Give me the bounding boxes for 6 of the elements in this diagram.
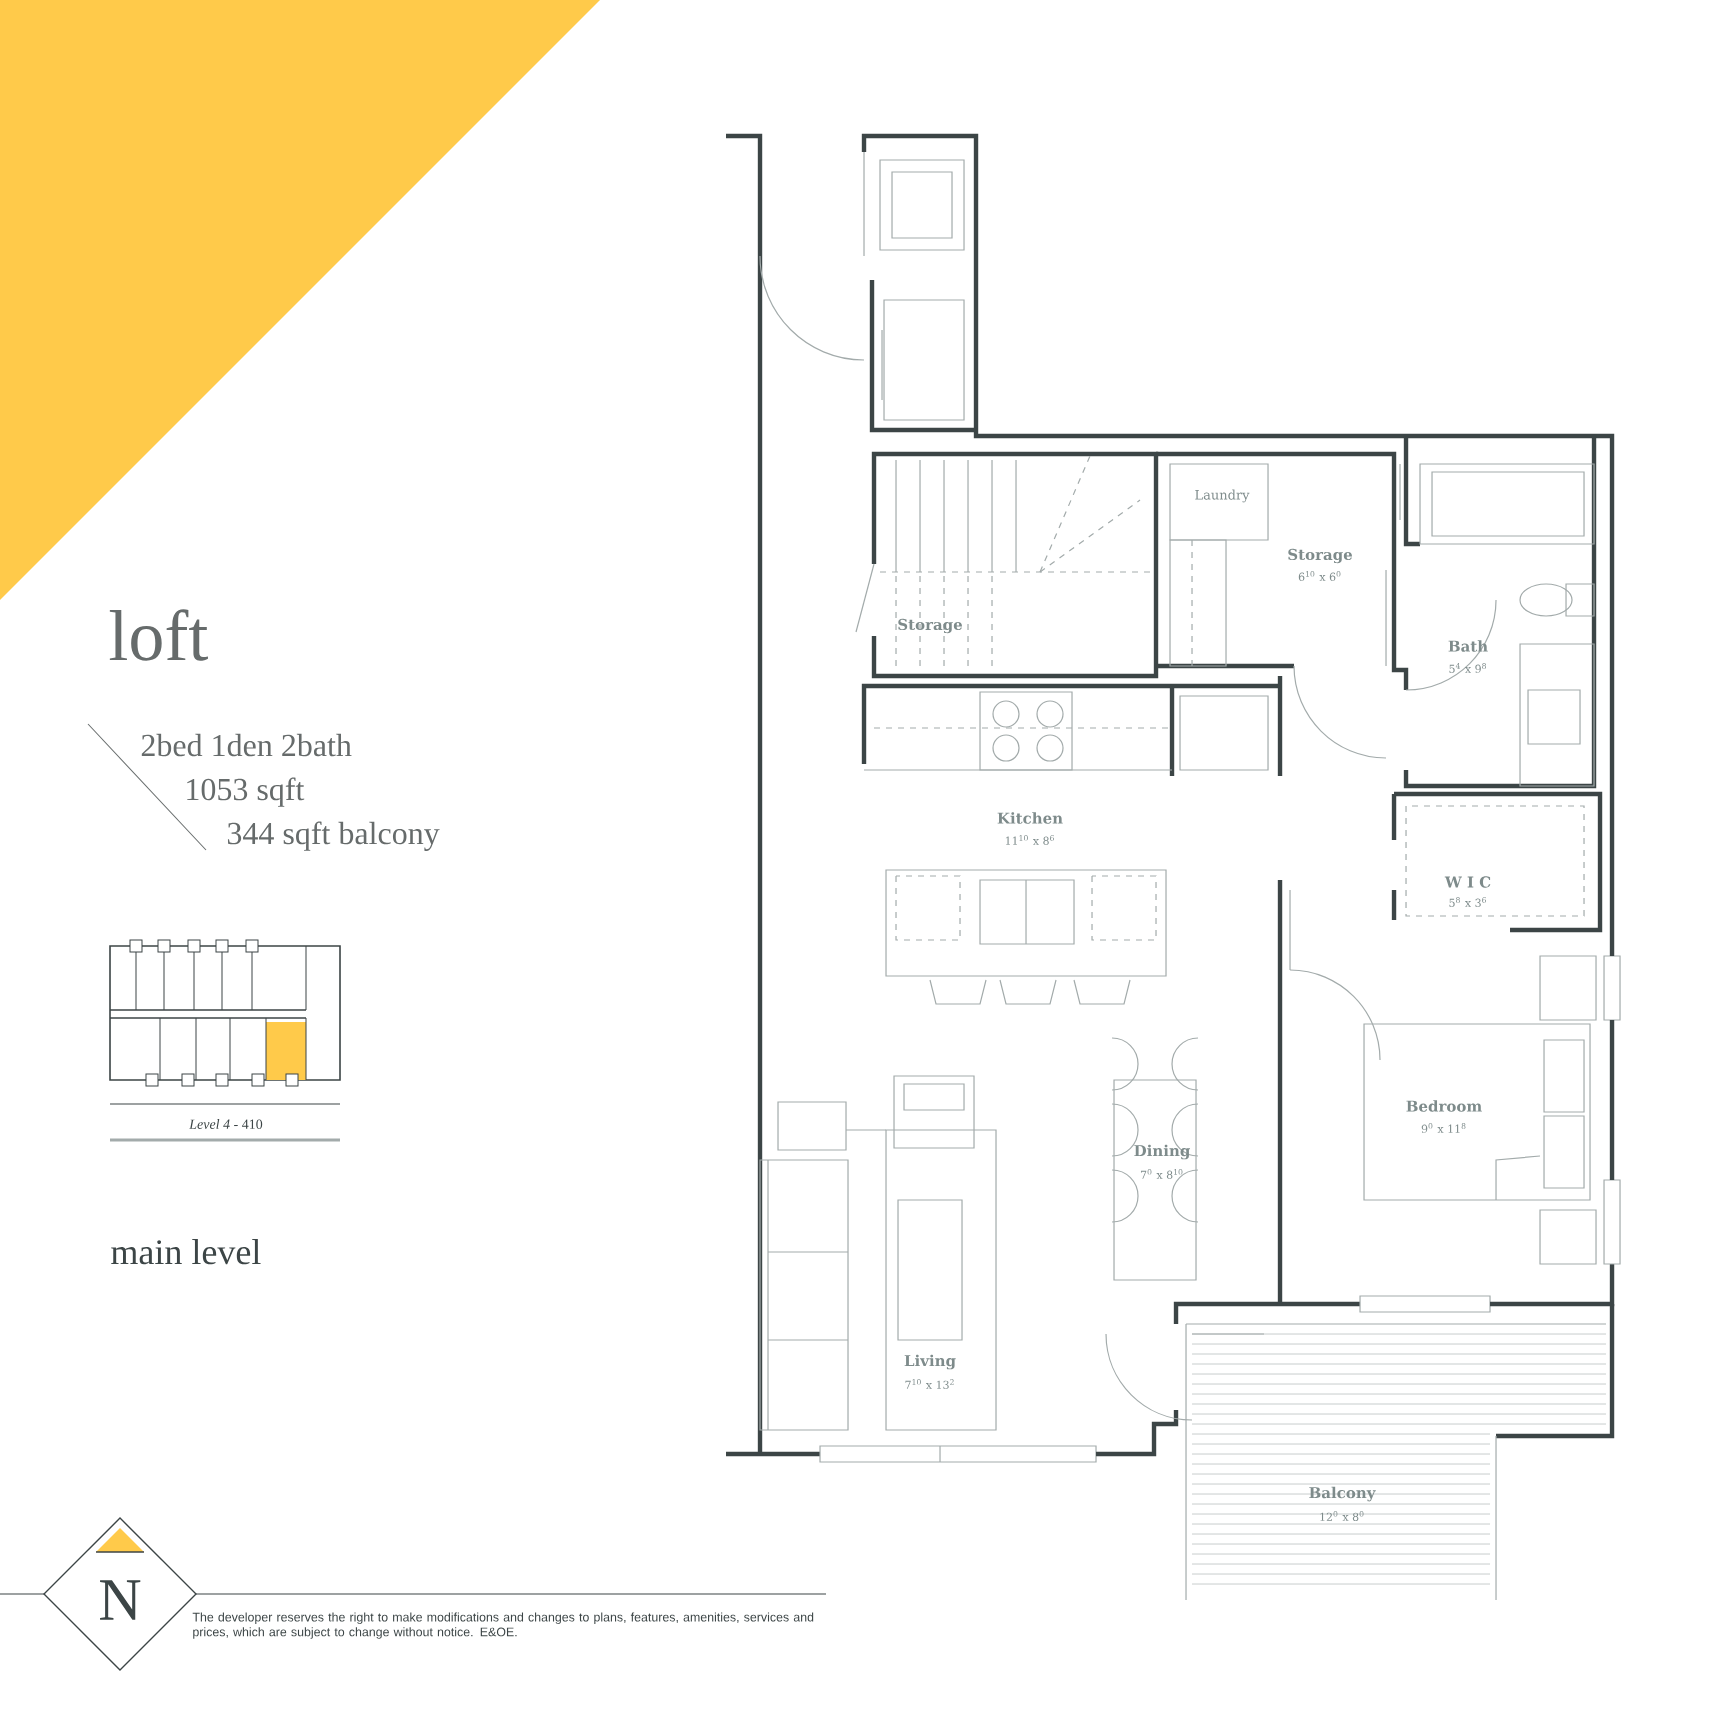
unit-type-title: loft: [109, 609, 208, 661]
balcony-area: 344 sqft balcony: [227, 821, 440, 851]
unit-area: 1053 sqft: [187, 777, 305, 807]
north-letter: N: [100, 1580, 141, 1620]
unit-stats: 2bed 1den 2bath: [141, 733, 352, 757]
level-name: main level: [111, 1239, 261, 1265]
